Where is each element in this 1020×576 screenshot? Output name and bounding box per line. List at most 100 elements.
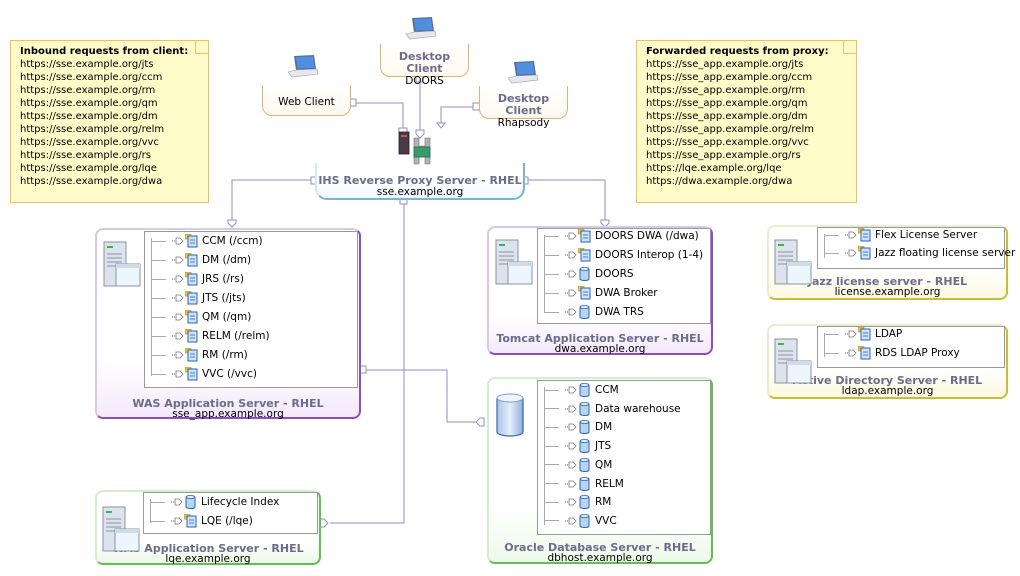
- database-icon: [578, 495, 591, 510]
- database-icon: [184, 495, 197, 509]
- component-label: DM (/dm): [202, 254, 252, 266]
- component-item[interactable]: VVC (/vvc): [152, 366, 257, 382]
- port-icon: [565, 422, 577, 432]
- component-icon: [183, 513, 197, 528]
- component-item[interactable]: QM (/qm): [152, 309, 251, 325]
- component-item[interactable]: JRS (/rs): [152, 271, 244, 287]
- component-label: RELM (/relm): [202, 330, 270, 342]
- component-item[interactable]: JTS: [545, 438, 611, 454]
- component-item[interactable]: CCM: [545, 382, 619, 398]
- connector-proxy-to-was: [231, 179, 314, 222]
- component-label: DWA Broker: [595, 287, 658, 299]
- component-item[interactable]: DWA TRS: [545, 304, 644, 320]
- note-url: https://sse_app.example.org/dm: [646, 111, 808, 122]
- component-item[interactable]: CCM (/ccm): [152, 233, 263, 249]
- component-item[interactable]: DOORS: [545, 266, 634, 282]
- server-icon: [495, 239, 533, 285]
- component-icon: [184, 271, 198, 286]
- component-label: DOORS: [595, 268, 634, 280]
- tree-connector: [545, 235, 559, 237]
- component-item[interactable]: RELM (/relm): [152, 328, 270, 344]
- client-web[interactable]: Web Client: [262, 85, 351, 116]
- component-label: Jazz floating license server: [875, 247, 1016, 259]
- note-url: https://sse_app.example.org/ccm: [646, 72, 813, 83]
- component-icon: [184, 309, 198, 324]
- component-item[interactable]: Flex License Server: [825, 227, 977, 243]
- component-list: CCM (/ccm) DM (/dm) JRS (/rs) JTS (/jts) QM …: [144, 231, 358, 388]
- component-label: RDS LDAP Proxy: [875, 347, 960, 359]
- component-label: JTS: [595, 440, 612, 453]
- component-label: CCM: [595, 384, 619, 396]
- port-icon: [845, 329, 857, 339]
- database-icon: [578, 439, 591, 454]
- client-desktop-doors[interactable]: Desktop Client DOORS: [380, 44, 469, 87]
- note-url: https://sse_app.example.org/relm: [646, 124, 814, 135]
- port-icon: [172, 274, 184, 284]
- port-icon: [845, 348, 857, 358]
- port-icon: [171, 497, 183, 507]
- port-icon: [565, 250, 577, 260]
- component-item[interactable]: DM (/dm): [152, 252, 251, 268]
- component-item[interactable]: Jazz floating license server: [825, 245, 1015, 261]
- component-label: DWA TRS: [595, 306, 644, 318]
- component-item[interactable]: Lifecycle Index: [151, 494, 279, 510]
- tree-connector: [545, 501, 559, 503]
- component-item[interactable]: Data warehouse: [545, 401, 681, 417]
- client-desktop-rhapsody[interactable]: Desktop Client Rhapsody: [479, 86, 568, 129]
- database-icon: [578, 267, 591, 281]
- component-item[interactable]: DOORS DWA (/dwa): [545, 228, 699, 244]
- component-icon: [184, 252, 198, 267]
- server-title: IHS Reverse Proxy Server - RHEL: [318, 174, 522, 187]
- tree-connector: [545, 464, 559, 466]
- tree-connector: [152, 373, 166, 375]
- component-item[interactable]: JTS (/jts): [152, 290, 246, 306]
- tree-connector: [825, 252, 839, 254]
- port-icon: [845, 248, 857, 258]
- connector-rhapsody-to-proxy: [440, 106, 477, 125]
- component-icon: [184, 328, 198, 343]
- tree-connector: [152, 316, 166, 318]
- database-icon: [578, 457, 591, 472]
- component-item[interactable]: LDAP: [825, 326, 902, 342]
- component-label: DOORS DWA (/dwa): [595, 230, 699, 242]
- note-url: https://sse.example.org/relm: [20, 124, 165, 135]
- tree-connector: [152, 259, 166, 261]
- note-url: https://sse_app.example.org/qm: [646, 98, 808, 109]
- component-item[interactable]: LQE (/lqe): [151, 513, 253, 529]
- port-icon: [171, 516, 183, 526]
- server-title: Active Directory Server - RHEL: [792, 374, 983, 387]
- component-item[interactable]: QM: [545, 457, 612, 473]
- note-url: https://sse.example.org/vvc: [20, 137, 159, 148]
- server-icon: [774, 239, 812, 285]
- tree-connector: [545, 389, 559, 391]
- note-forwarded: Forwarded requests from proxy: https://s…: [636, 40, 857, 203]
- client-label: DOORS: [405, 75, 444, 87]
- database-icon: [578, 420, 591, 435]
- component-label: DM: [595, 421, 613, 434]
- component-icon: [857, 245, 871, 260]
- component-label: RM (/rm): [202, 349, 248, 361]
- tree-connector: [545, 273, 559, 275]
- component-item[interactable]: RDS LDAP Proxy: [825, 345, 960, 361]
- component-icon: [184, 290, 198, 305]
- component-label: Lifecycle Index: [201, 496, 280, 508]
- component-item[interactable]: DOORS Interop (1-4): [545, 247, 703, 263]
- tree-connector: [152, 278, 166, 280]
- component-icon: [184, 233, 198, 248]
- component-item[interactable]: RM (/rm): [152, 347, 248, 363]
- database-icon: [496, 393, 524, 437]
- note-inbound: Inbound requests from client: https://ss…: [10, 40, 209, 203]
- component-item[interactable]: DWA Broker: [545, 285, 658, 301]
- proxy-server-node[interactable]: IHS Reverse Proxy Server - RHEL sse.exam…: [315, 163, 525, 200]
- note-url: https://sse.example.org/dwa: [20, 176, 163, 187]
- port-icon: [565, 231, 577, 241]
- note-fold: [843, 41, 856, 54]
- component-item[interactable]: RM: [545, 494, 611, 510]
- arrowhead: [319, 518, 329, 528]
- component-item[interactable]: VVC: [545, 513, 617, 529]
- port-icon: [565, 385, 577, 395]
- component-item[interactable]: RELM: [545, 476, 624, 492]
- component-item[interactable]: DM: [545, 419, 612, 435]
- note-title: Forwarded requests from proxy:: [646, 46, 829, 57]
- note-url: https://sse_app.example.org/jts: [646, 59, 804, 70]
